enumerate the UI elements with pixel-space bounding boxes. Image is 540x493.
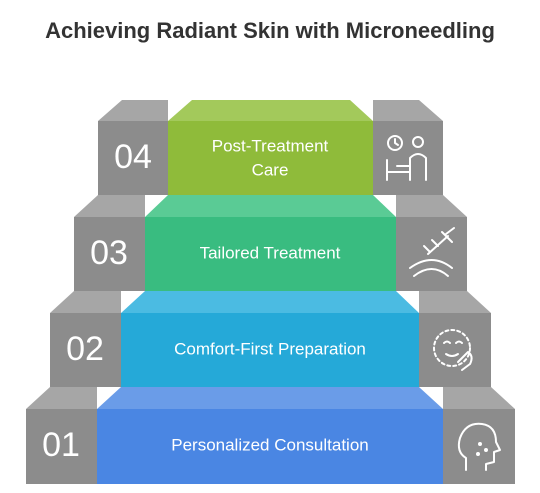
clock-person-icon: [386, 135, 427, 181]
step-03-number: 03: [90, 234, 128, 272]
step-02-number: 02: [66, 330, 104, 368]
step-01-left-top: [26, 387, 97, 409]
step-03-label: Tailored Treatment: [200, 243, 341, 262]
step-04-right-face: [373, 121, 443, 195]
step-03-left-face: [74, 217, 145, 291]
page-title: Achieving Radiant Skin with Microneedlin…: [45, 18, 495, 43]
calm-face-icon: [433, 329, 473, 371]
step-02-right-top: [419, 291, 491, 313]
step-02-top-face: [121, 291, 419, 313]
step-04-top-face: [168, 100, 373, 121]
step-04-label-line1: Post-Treatment: [212, 136, 329, 155]
step-03-top-face: [145, 195, 396, 217]
step-04-number: 04: [114, 138, 152, 176]
step-01-label: Personalized Consultation: [171, 435, 369, 454]
step-03-right-top: [396, 195, 467, 217]
step-04-front-face: [168, 121, 373, 195]
step-01: 01 Personalized Consultation: [26, 387, 515, 484]
step-02-right-face: [419, 313, 491, 387]
microneedle-face-icon: [409, 227, 455, 277]
step-01-right-face: [443, 409, 515, 484]
step-04-label-line2: Care: [252, 160, 289, 179]
step-02: 02 Comfort-First Preparation: [50, 291, 491, 387]
step-04-left-top: [98, 100, 168, 121]
face-profile-icon: [457, 422, 501, 471]
step-01-left-face: [26, 409, 97, 484]
step-02-label: Comfort-First Preparation: [174, 339, 366, 358]
step-04: 04 Post-Treatment Care: [98, 100, 443, 195]
step-01-front-face: [97, 409, 443, 484]
step-01-number: 01: [42, 426, 80, 464]
step-03: 03 Tailored Treatment: [74, 195, 467, 291]
step-01-top-face: [97, 387, 443, 409]
step-01-right-top: [443, 387, 515, 409]
step-02-left-face: [50, 313, 121, 387]
step-03-left-top: [74, 195, 145, 217]
step-03-right-face: [396, 217, 467, 291]
step-04-left-face: [98, 121, 168, 195]
step-02-left-top: [50, 291, 121, 313]
step-04-right-top: [373, 100, 443, 121]
step-03-front-face: [145, 217, 396, 291]
step-02-front-face: [121, 313, 419, 387]
